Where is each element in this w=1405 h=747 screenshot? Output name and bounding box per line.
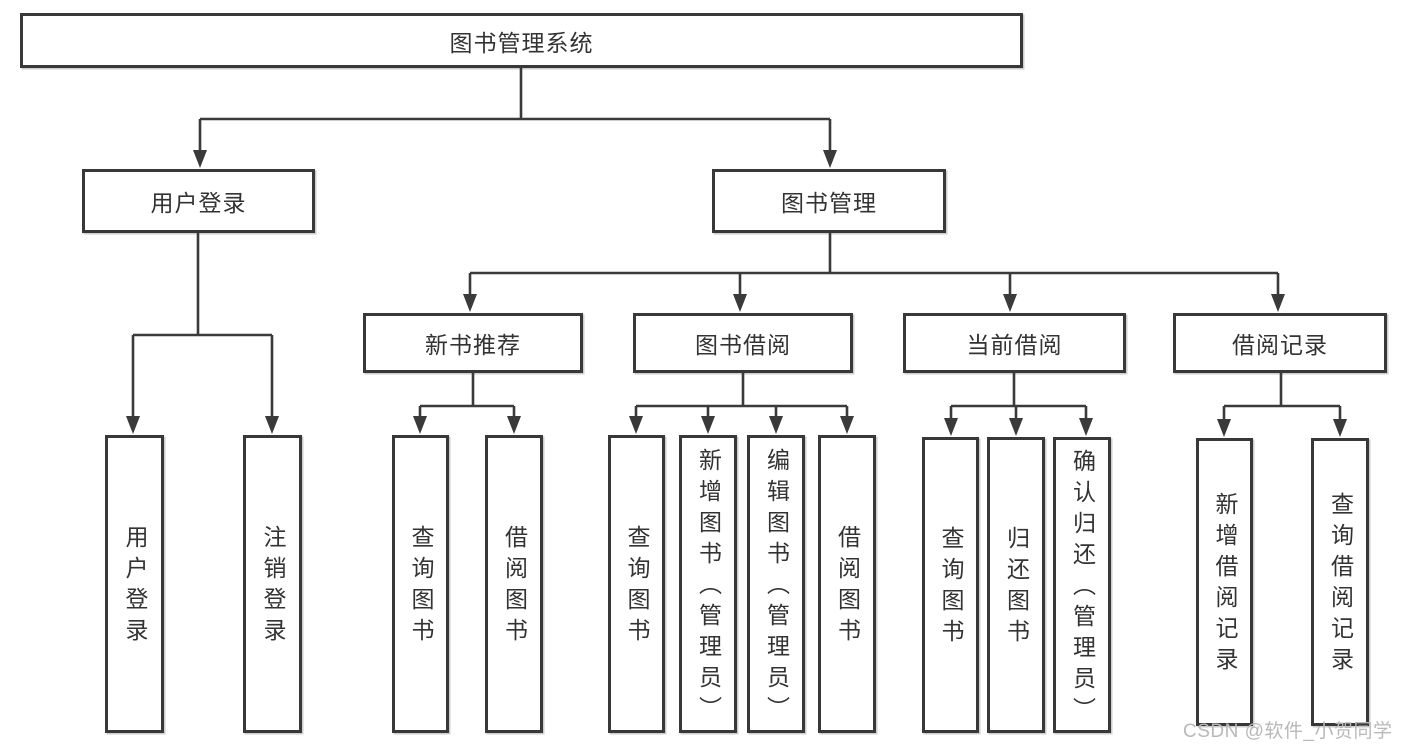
node-leaf-logout: 注销登录 (243, 435, 302, 733)
connector-root-bus (198, 68, 832, 152)
node-leaf-add-book-admin: 新增图书（管理员） (679, 435, 737, 733)
node-borrow-records: 借阅记录 (1173, 313, 1387, 373)
node-leaf-query-books-3: 查询图书 (922, 437, 979, 733)
node-user-login: 用户登录 (82, 169, 315, 233)
node-current-borrow: 当前借阅 (903, 313, 1126, 373)
connector-borrow-records-bus (1222, 373, 1342, 421)
node-book-borrow: 图书借阅 (633, 313, 853, 373)
connector-new-book-bus (418, 373, 516, 418)
node-leaf-add-borrow-record: 新增借阅记录 (1196, 438, 1253, 726)
node-root-system: 图书管理系统 (20, 13, 1023, 68)
node-new-book-recommend: 新书推荐 (363, 313, 583, 373)
node-leaf-return-book: 归还图书 (987, 437, 1045, 733)
node-leaf-borrow-books-2: 借阅图书 (818, 435, 876, 733)
node-leaf-query-books-2: 查询图书 (608, 435, 665, 733)
node-leaf-confirm-return-admin: 确认归还（管理员） (1053, 437, 1111, 733)
connector-current-borrow-bus (949, 373, 1088, 420)
node-book-management: 图书管理 (712, 169, 946, 233)
node-leaf-borrow-books-1: 借阅图书 (485, 435, 543, 733)
node-leaf-query-books-1: 查询图书 (392, 435, 449, 733)
arrowheads (126, 150, 1347, 437)
connector-user-login-bus (131, 233, 274, 418)
connector-book-borrow-bus (634, 373, 849, 418)
node-leaf-user-login: 用户登录 (105, 435, 164, 733)
node-leaf-query-borrow-record: 查询借阅记录 (1311, 438, 1369, 726)
csdn-watermark: CSDN @软件_小贺同学 (1183, 721, 1393, 742)
node-leaf-edit-book-admin: 编辑图书（管理员） (747, 435, 805, 733)
connector-book-mgmt-bus (468, 233, 1280, 296)
